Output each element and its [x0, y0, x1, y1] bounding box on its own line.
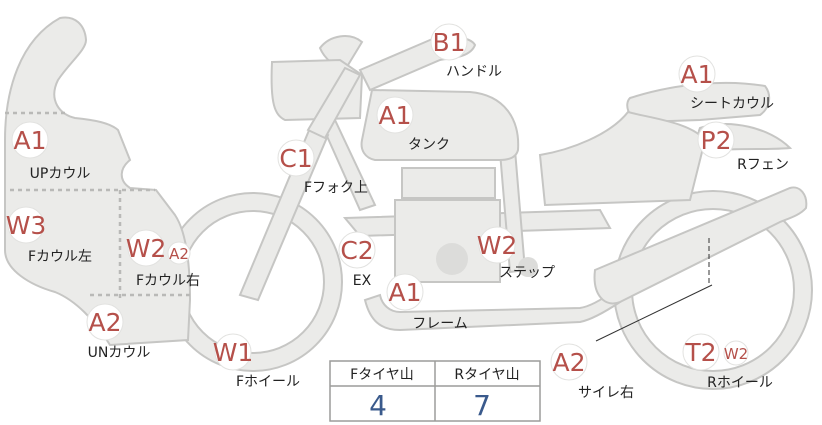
code-r-wheel[interactable]: T2	[682, 333, 720, 371]
code-up-cowl[interactable]: A1	[11, 121, 49, 159]
table-front-header: Fタイヤ山	[350, 367, 414, 383]
code-exhaust-text: C2	[340, 236, 373, 265]
code-un-cowl[interactable]: A2	[86, 303, 124, 341]
code-frame[interactable]: A1	[386, 273, 424, 311]
code-seat-cowl[interactable]: A1	[678, 55, 716, 93]
code-r-wheel-2[interactable]: W2	[723, 340, 749, 366]
code-f-cowl-left[interactable]: W3	[6, 206, 47, 244]
label-f-wheel: Fホイール	[236, 374, 300, 390]
engine-shape	[401, 167, 496, 199]
engine-cover-shape	[436, 243, 468, 275]
engine-lower-shape	[394, 199, 501, 283]
label-f-cowl-left: Fカウル左	[28, 249, 92, 265]
code-f-wheel-text: W1	[213, 338, 254, 367]
muffler-shape	[593, 186, 808, 305]
code-r-fender[interactable]: P2	[697, 121, 735, 159]
table-rear-header: Rタイヤ山	[454, 367, 519, 383]
code-f-wheel[interactable]: W1	[213, 333, 254, 371]
code-silencer-r-text: A2	[552, 348, 585, 377]
code-f-cowl-left-text: W3	[6, 211, 47, 240]
label-r-wheel: Rホイール	[707, 375, 773, 391]
up-cowl-dash	[5, 111, 190, 300]
label-r-fender: Rフェン	[737, 157, 789, 173]
code-exhaust[interactable]: C2	[338, 231, 376, 269]
code-frame-text: A1	[388, 278, 421, 307]
label-f-cowl-right: Fカウル右	[136, 273, 200, 289]
tire-tread-table: Fタイヤ山 Rタイヤ山 4 7	[329, 360, 541, 422]
code-step[interactable]: W2	[477, 226, 518, 264]
table-rear-value: 7	[473, 389, 491, 422]
code-f-fork-upper-text: C1	[279, 144, 312, 173]
code-f-cowl-right-2-text: A2	[169, 245, 189, 263]
label-un-cowl: UNカウル	[88, 345, 151, 361]
code-silencer-r[interactable]: A2	[550, 343, 588, 381]
footpeg-shape	[518, 257, 538, 277]
table-front-value: 4	[369, 389, 387, 422]
code-up-cowl-text: A1	[13, 126, 46, 155]
silencer-pointer-line	[595, 284, 713, 342]
label-seat-cowl: シートカウル	[690, 96, 774, 112]
code-f-cowl-right-text: W2	[126, 234, 167, 263]
label-exhaust: EX	[353, 273, 372, 289]
label-f-fork-upper: Fフォク上	[304, 180, 368, 196]
front-fork-top-shape	[306, 66, 362, 140]
code-r-fender-text: P2	[701, 126, 732, 155]
label-up-cowl: UPカウル	[30, 166, 91, 182]
code-tank[interactable]: A1	[376, 96, 414, 134]
code-f-cowl-right[interactable]: W2	[126, 229, 167, 267]
label-handle: ハンドル	[446, 64, 502, 80]
code-r-wheel-text: T2	[684, 338, 716, 367]
label-step: ステップ	[499, 265, 555, 281]
label-frame: フレーム	[412, 316, 468, 332]
code-seat-cowl-text: A1	[680, 60, 713, 89]
code-tank-text: A1	[378, 101, 411, 130]
code-f-fork-upper[interactable]: C1	[277, 139, 315, 177]
code-step-text: W2	[477, 231, 518, 260]
code-f-cowl-right-2[interactable]: A2	[167, 241, 191, 265]
label-tank: タンク	[408, 137, 450, 153]
code-handle[interactable]: B1	[430, 23, 468, 61]
seat-under-shape	[538, 110, 707, 207]
code-un-cowl-text: A2	[88, 308, 121, 337]
code-r-wheel-2-text: W2	[724, 345, 748, 363]
label-silencer-r: サイレ右	[578, 385, 634, 401]
code-handle-text: B1	[432, 28, 465, 57]
